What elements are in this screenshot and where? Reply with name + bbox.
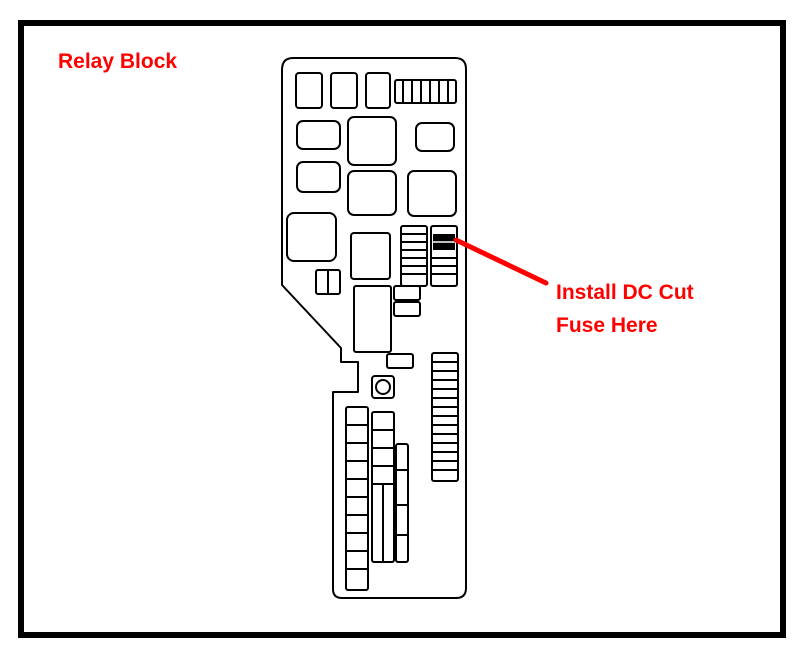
fuse-small-a bbox=[393, 285, 421, 301]
relay-block-outline bbox=[281, 57, 467, 599]
fuse-column-lower-left bbox=[345, 406, 369, 591]
fuse-small-c bbox=[386, 353, 414, 369]
relay-top-1 bbox=[295, 72, 323, 109]
connector-round bbox=[375, 379, 391, 395]
relay-top-3 bbox=[365, 72, 391, 109]
relay-center-large bbox=[347, 116, 397, 166]
relay-center-4 bbox=[350, 232, 391, 280]
relay-center-3 bbox=[347, 170, 397, 216]
fuse-strip-top bbox=[394, 79, 457, 104]
relay-left-2 bbox=[296, 120, 341, 150]
relay-right-3 bbox=[407, 170, 457, 217]
dc-cut-fuse-slot bbox=[433, 234, 455, 250]
mini-fuse-block-right bbox=[430, 225, 458, 287]
connector-square bbox=[371, 375, 395, 399]
relay-center-tall bbox=[353, 285, 392, 353]
fuse-column-lower-right bbox=[395, 443, 409, 563]
callout-line-2: Fuse Here bbox=[556, 314, 658, 337]
relay-top-2 bbox=[330, 72, 358, 109]
relay-left-3 bbox=[296, 161, 341, 193]
callout-line-1: Install DC Cut bbox=[556, 281, 694, 304]
fuse-small-b bbox=[393, 301, 421, 317]
relay-right-small bbox=[415, 122, 455, 152]
relay-left-4 bbox=[286, 212, 337, 262]
pointer-arrow bbox=[453, 237, 549, 286]
relay-block-title: Relay Block bbox=[58, 50, 178, 73]
